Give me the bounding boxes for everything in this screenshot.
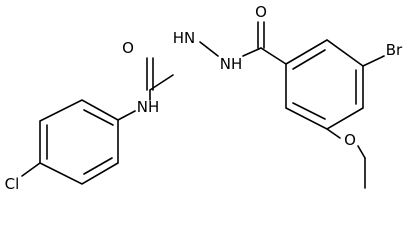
left-ring-inner-1 [83,109,114,126]
atom-o-benzoyl: O [255,3,267,21]
bond-o-methyl [357,145,366,159]
bond-benzoyl-c-ring [260,47,287,65]
atom-o-methoxy: O [344,131,356,149]
bond-nh-benzoyl-c [242,47,262,57]
atom-nh-aniline: NH [137,98,160,116]
atom-nh-hydrazide: NH [220,55,243,73]
bonds [21,21,385,189]
atom-hn-hydrazide: HN [173,29,196,47]
bond-n-n [199,41,219,57]
atom-o-urea: O [122,39,134,57]
atom-cl: Cl [5,175,20,193]
right-benzene-ring [285,39,364,130]
atom-br: Br [386,41,403,59]
bond-nh-ring [117,110,136,121]
atom-labels: O HN NH O Br NH O Cl [5,3,403,193]
left-benzene-ring [39,99,119,185]
chemical-structure: O HN NH O Br NH O Cl [5,3,403,193]
left-ring-inner-3 [83,157,113,175]
right-ring-inner-3 [292,102,326,120]
bond-ring-cl [21,162,41,177]
bond-urea-c-hn [149,74,174,91]
bond-ring-o [326,128,341,139]
bond-ring-br [362,55,385,67]
right-ring-inner-1 [292,49,326,70]
